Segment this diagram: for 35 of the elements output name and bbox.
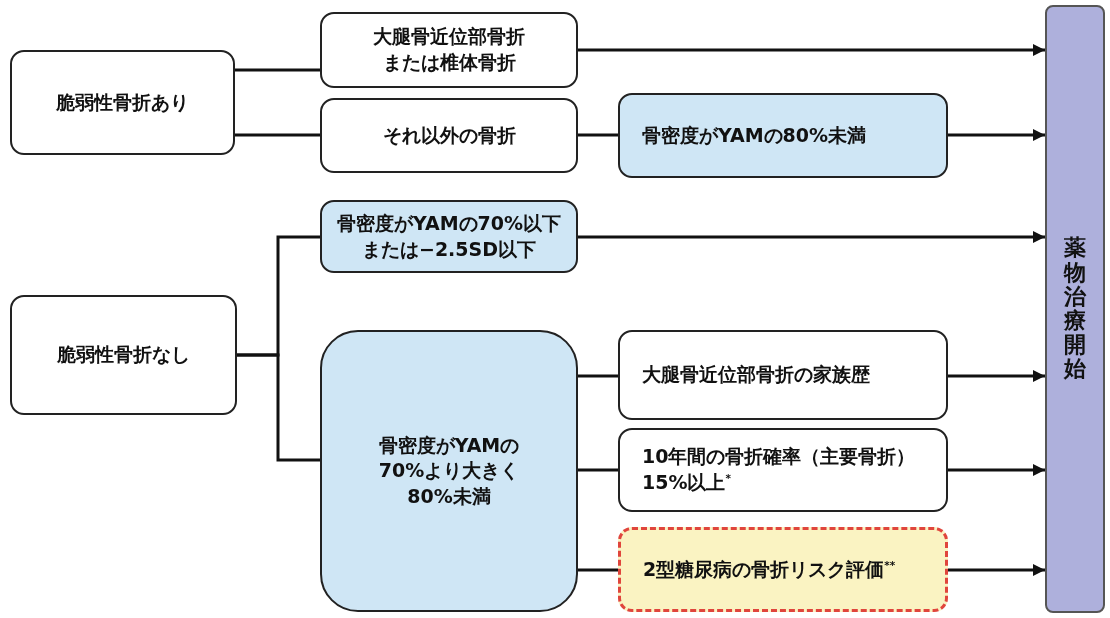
process-box	[10, 295, 237, 415]
connector-line	[237, 353, 320, 462]
process-box	[320, 12, 578, 88]
connector-line	[578, 374, 618, 378]
arrow	[948, 564, 1045, 576]
node-text: 大腿骨近位部骨折または椎体骨折	[372, 24, 526, 75]
node-text: 薬物治療開始	[1064, 236, 1086, 382]
connector-line	[235, 68, 320, 72]
connector-line	[235, 133, 320, 137]
arrow	[578, 231, 1045, 243]
result-bar	[1045, 5, 1105, 613]
process-box	[618, 428, 948, 512]
arrow	[948, 370, 1045, 382]
node-text: それ以外の骨折	[382, 122, 516, 148]
process-box	[320, 200, 578, 273]
process-box	[10, 50, 235, 155]
node-text: 骨密度がYAMの70%より大きく80%未満	[377, 432, 521, 509]
node-text: 骨密度がYAMの70%以下または−2.5SD以下	[336, 210, 562, 262]
node-text: 脆弱性骨折なし	[57, 342, 190, 368]
arrow	[578, 44, 1045, 56]
node-text: 骨密度がYAMの80%未満	[642, 122, 867, 148]
node-text: 2型糖尿病の骨折リスク評価$^{**}$	[643, 556, 896, 582]
process-box	[618, 330, 948, 420]
connector-line	[578, 468, 618, 472]
process-box	[618, 93, 948, 178]
connector-line	[578, 568, 618, 572]
process-box	[320, 330, 578, 612]
node-text: 脆弱性骨折あり	[56, 89, 189, 115]
highlight-box	[618, 527, 948, 612]
arrow	[948, 464, 1045, 476]
process-box	[320, 98, 578, 173]
connector-line	[578, 133, 618, 137]
arrow	[948, 129, 1045, 141]
node-text: 大腿骨近位部骨折の家族歴	[642, 362, 870, 388]
node-text: 10年間の骨折確率（主要骨折）15%以上$^{*}$	[642, 444, 917, 495]
